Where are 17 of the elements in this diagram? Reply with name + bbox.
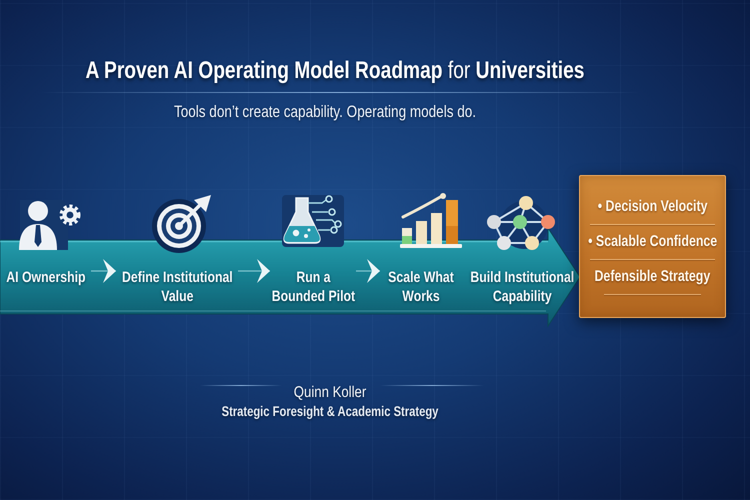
outcome-item: Defensible Strategy <box>594 267 710 287</box>
outcome-item: • Decision Velocity <box>598 197 708 217</box>
title: A Proven AI Operating Model Roadmap for Universities <box>86 56 584 86</box>
arrow <box>238 259 270 283</box>
arrow <box>91 259 116 283</box>
step-label: Build Institutional Capability <box>466 268 578 306</box>
subtitle: Tools don’t create capability. Operating models do. <box>174 102 476 122</box>
step-label: Define Institutional Value <box>116 268 238 306</box>
step-label: Scale What Works <box>380 268 462 306</box>
arrow-band <box>0 228 580 326</box>
author-name: Quinn Koller <box>294 383 366 402</box>
step-label: AI Ownership <box>1 268 91 287</box>
step-label: Run a Bounded Pilot <box>270 268 356 306</box>
outcome-panel <box>579 175 726 318</box>
author-role: Strategic Foresight & Academic Strategy <box>222 402 438 420</box>
outcome-item: • Scalable Confidence <box>588 232 718 252</box>
arrow <box>356 259 380 283</box>
